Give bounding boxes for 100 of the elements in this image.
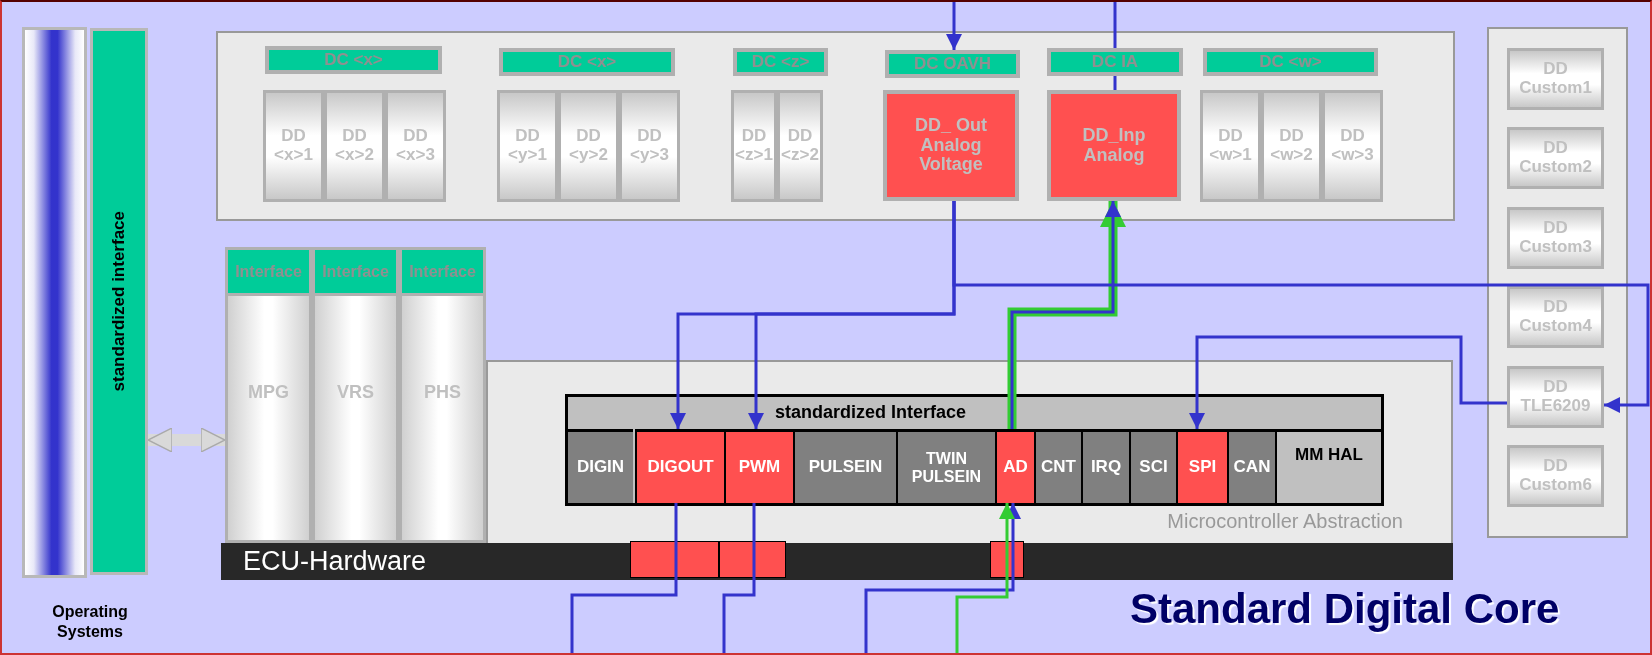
label: DD <y>3 bbox=[629, 127, 670, 165]
arrow bbox=[955, 503, 1015, 653]
connector-line bbox=[722, 503, 756, 653]
label: DD Custom3 bbox=[1518, 219, 1593, 257]
label: Interface bbox=[409, 262, 476, 281]
label: DD <z>2 bbox=[780, 127, 820, 165]
arrow bbox=[952, 201, 1650, 413]
abstraction-panel bbox=[486, 360, 1453, 543]
driver-box bbox=[1507, 48, 1604, 110]
hardware-bar bbox=[221, 543, 1453, 580]
label: ECU-Hardware bbox=[243, 546, 427, 577]
label: standardized interface bbox=[109, 211, 129, 392]
panel bbox=[1487, 27, 1628, 538]
driver-box bbox=[497, 90, 558, 202]
label: Interface bbox=[322, 262, 389, 281]
module-box bbox=[1129, 429, 1176, 503]
driver-box bbox=[777, 90, 823, 202]
component-header bbox=[733, 48, 828, 76]
label: Operating Systems bbox=[51, 602, 129, 642]
driver-box bbox=[731, 90, 777, 202]
interface-column bbox=[399, 247, 486, 543]
driver-box bbox=[1507, 366, 1604, 428]
pin-pad bbox=[719, 541, 786, 578]
interface-column bbox=[312, 247, 399, 543]
label: DC <x> bbox=[557, 52, 617, 72]
label: DC <w> bbox=[1259, 52, 1322, 72]
driver-box bbox=[1507, 286, 1604, 348]
label: DIGIN bbox=[576, 458, 625, 477]
driver-box bbox=[263, 90, 324, 202]
label: IRQ bbox=[1090, 458, 1122, 477]
label: DD Custom2 bbox=[1518, 139, 1593, 177]
label: DD Custom6 bbox=[1518, 457, 1593, 495]
label: DD <y>1 bbox=[507, 127, 548, 165]
label: CNT bbox=[1041, 458, 1076, 477]
module-box bbox=[566, 429, 633, 503]
component-header bbox=[885, 50, 1020, 78]
label: DD <x>3 bbox=[395, 127, 436, 165]
label: AD bbox=[1003, 458, 1028, 477]
module-box bbox=[793, 429, 896, 503]
label: DD <w>1 bbox=[1208, 127, 1253, 165]
module-box bbox=[1227, 429, 1275, 503]
driver-box bbox=[324, 90, 385, 202]
label: DD <z>1 bbox=[734, 127, 774, 165]
driver-box bbox=[619, 90, 680, 202]
label: DD Custom4 bbox=[1518, 298, 1593, 336]
component-header bbox=[499, 48, 675, 76]
label: DD TLE6209 bbox=[1519, 378, 1592, 416]
label: DC <x> bbox=[324, 50, 383, 70]
label: standardized Interface bbox=[775, 403, 967, 423]
arrow bbox=[147, 427, 226, 453]
label: PWM bbox=[738, 458, 781, 477]
pin-pad bbox=[630, 541, 719, 578]
label: DD <w>3 bbox=[1330, 127, 1375, 165]
component-header bbox=[1047, 48, 1183, 76]
driver-box bbox=[558, 90, 619, 202]
arrow bbox=[864, 503, 1021, 653]
interface-column bbox=[225, 247, 312, 543]
module-box bbox=[1081, 429, 1129, 503]
label: DD_Inp Analog bbox=[1081, 125, 1147, 166]
panel bbox=[216, 31, 1455, 221]
interface-bar bbox=[90, 28, 148, 575]
driver-box bbox=[1507, 445, 1604, 507]
component-header bbox=[1203, 48, 1378, 76]
driver-box bbox=[385, 90, 446, 202]
label: DC OAVH bbox=[913, 54, 992, 74]
module-box bbox=[1275, 429, 1381, 503]
title: Standard Digital Core bbox=[1130, 585, 1560, 633]
module-box bbox=[1034, 429, 1081, 503]
component-header bbox=[265, 46, 442, 74]
driver-box bbox=[1200, 90, 1261, 202]
label: DC <z> bbox=[751, 52, 810, 72]
label: PULSEIN bbox=[808, 458, 883, 477]
driver-box bbox=[883, 90, 1019, 201]
label: DD <w>2 bbox=[1269, 127, 1314, 165]
label: PHS bbox=[424, 383, 461, 403]
label: Microcontroller Abstraction bbox=[1167, 510, 1403, 533]
interface-bar bbox=[565, 394, 1384, 506]
label: Interface bbox=[235, 262, 302, 281]
label: DD <y>2 bbox=[568, 127, 609, 165]
arrow bbox=[946, 2, 962, 50]
module-box bbox=[635, 429, 724, 503]
label: DD_ Out Analog Voltage bbox=[914, 115, 988, 176]
label: DD Custom1 bbox=[1518, 60, 1593, 98]
label: VRS bbox=[337, 383, 374, 403]
label: TWIN PULSEIN bbox=[910, 449, 983, 486]
driver-box bbox=[1261, 90, 1322, 202]
module-box bbox=[724, 429, 793, 503]
label: DD <x>2 bbox=[334, 127, 375, 165]
driver-box bbox=[1322, 90, 1383, 202]
label: MPG bbox=[248, 383, 289, 403]
driver-box bbox=[1047, 90, 1181, 201]
module-box bbox=[1176, 429, 1227, 503]
connector-line bbox=[570, 503, 678, 653]
label: DIGOUT bbox=[647, 458, 714, 477]
module-box bbox=[995, 429, 1034, 503]
module-box bbox=[896, 429, 995, 503]
label: MM HAL bbox=[1295, 446, 1363, 465]
label: SCI bbox=[1139, 458, 1168, 477]
driver-box bbox=[1507, 207, 1604, 269]
arrow bbox=[1189, 335, 1507, 429]
